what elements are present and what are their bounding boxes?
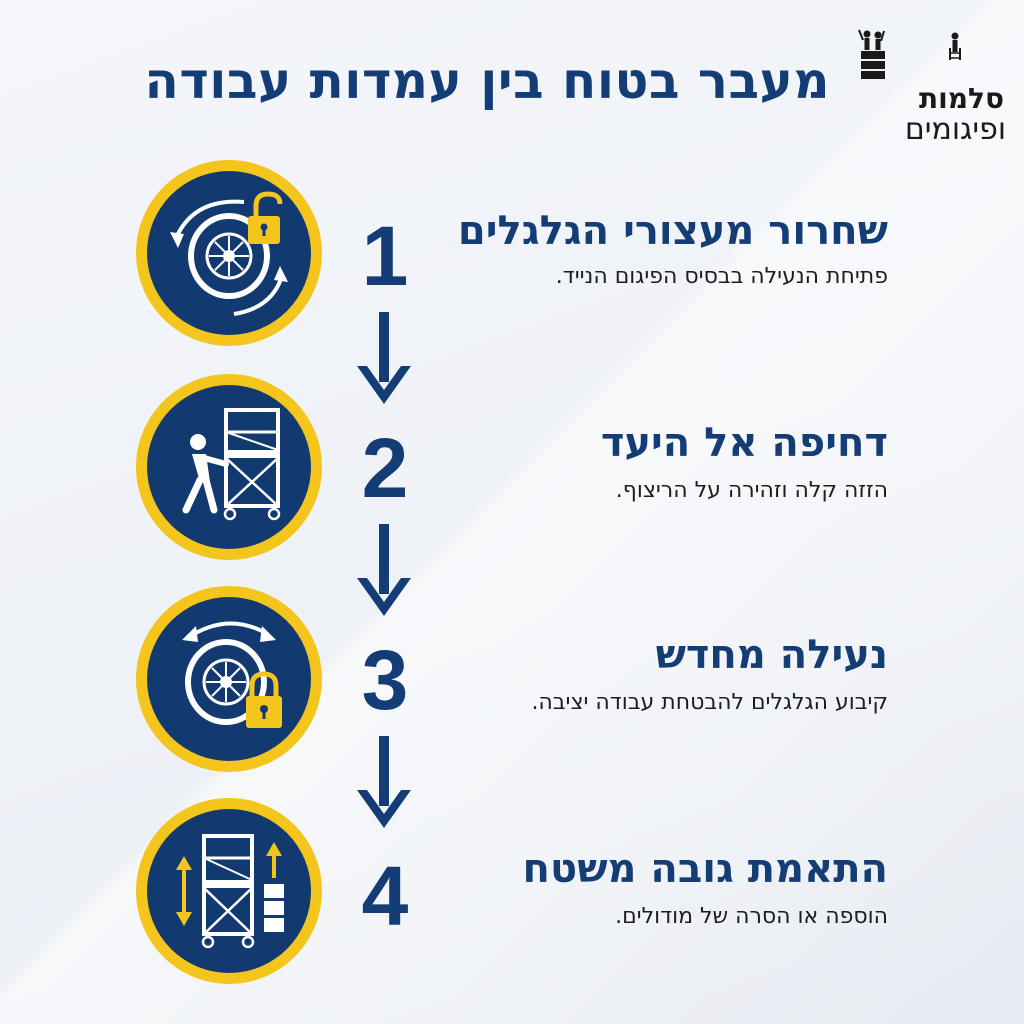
- step-1-title: שחרור מעצורי הגלגלים: [457, 208, 888, 254]
- step-4-description: הוספה או הסרה של מודולים.: [615, 904, 888, 929]
- step-2-description: הזזה קלה וזהירה על הריצוף.: [615, 478, 888, 503]
- wheel-unlock-icon: [136, 160, 322, 346]
- logo-text-line1: סלמות: [919, 82, 1004, 115]
- step-3-title: נעילה מחדש: [655, 632, 888, 678]
- step-1-description: פתיחת הנעילה בבסיס הפיגום הנייד.: [555, 264, 888, 289]
- step-2-icon-badge: [134, 372, 324, 562]
- step-1-number: 1: [361, 209, 409, 303]
- step-4-number: 4: [361, 849, 409, 943]
- step-3-description: קיבוע הגלגלים להבטחת עבודה יציבה.: [531, 690, 888, 715]
- brand-logo: סלמות ופיגומים: [856, 26, 1006, 147]
- step-1-icon-badge: [134, 158, 324, 348]
- logo-text-line2: ופיגומים: [904, 112, 1006, 147]
- step-4-icon-badge: [134, 796, 324, 986]
- step-2-number: 2: [361, 421, 409, 515]
- step-3-icon-badge: [134, 584, 324, 774]
- push-scaffold-icon: [136, 374, 322, 560]
- step-3-number: 3: [361, 633, 409, 727]
- step-4-title: התאמת גובה משטח: [522, 846, 888, 892]
- page-title: מעבר בטוח בין עמדות עבודה: [144, 52, 830, 110]
- wheel-lock-icon: [136, 586, 322, 772]
- height-adjust-icon: [136, 798, 322, 984]
- down-arrow-icon: [357, 312, 411, 404]
- scaffold-worker-logo-icon: [858, 29, 961, 79]
- down-arrow-icon: [357, 524, 411, 616]
- step-2-title: דחיפה אל היעד: [600, 420, 888, 466]
- down-arrow-icon: [357, 736, 411, 828]
